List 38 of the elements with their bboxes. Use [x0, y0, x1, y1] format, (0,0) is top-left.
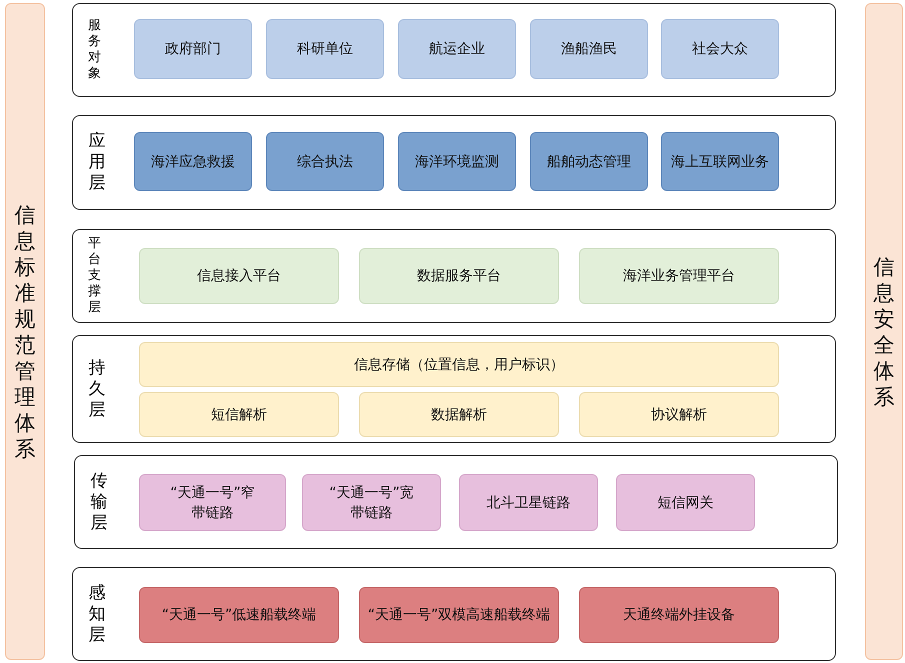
side-panel: 信息标准规范管理体系	[5, 3, 45, 660]
layer-panel	[72, 115, 836, 210]
component-box: 海洋应急救援	[134, 132, 252, 191]
component-box: 协议解析	[579, 392, 779, 437]
layer-title: 应用层	[88, 131, 106, 194]
layer-panel	[72, 567, 836, 661]
layer-title: 持久层	[88, 358, 106, 420]
component-box: “天通一号”窄带链路	[139, 474, 286, 531]
component-box: 北斗卫星链路	[459, 474, 598, 531]
component-box: “天通一号”宽带链路	[302, 474, 441, 531]
component-box: 数据服务平台	[359, 248, 559, 304]
component-box: 海洋环境监测	[398, 132, 516, 191]
layer-panel	[72, 229, 836, 323]
component-box: 政府部门	[134, 19, 252, 79]
component-box: 天通终端外挂设备	[579, 587, 779, 643]
component-box: “天通一号”低速船载终端	[139, 587, 339, 643]
component-box: 海上互联网业务	[661, 132, 779, 191]
component-box: “天通一号”双模高速船载终端	[359, 587, 559, 643]
component-box: 短信解析	[139, 392, 339, 437]
component-box: 海洋业务管理平台	[579, 248, 779, 304]
component-box: 社会大众	[661, 19, 779, 79]
component-box: 数据解析	[359, 392, 559, 437]
component-box: 信息存储（位置信息，用户标识）	[139, 342, 779, 387]
layer-title: 感知层	[88, 582, 106, 646]
layer-panel	[72, 3, 836, 97]
layer-title: 传输层	[90, 470, 108, 534]
side-panel: 信息安全体系	[865, 3, 903, 660]
component-box: 短信网关	[616, 474, 755, 531]
layer-panel	[72, 335, 836, 443]
component-box: 船舶动态管理	[530, 132, 648, 191]
component-box: 航运企业	[398, 19, 516, 79]
component-box: 信息接入平台	[139, 248, 339, 304]
layer-title: 服务对象	[87, 18, 102, 82]
layer-panel	[74, 455, 838, 549]
component-box: 渔船渔民	[530, 19, 648, 79]
component-box: 综合执法	[266, 132, 384, 191]
component-box: 科研单位	[266, 19, 384, 79]
layer-title: 平台支撑层	[87, 236, 102, 316]
